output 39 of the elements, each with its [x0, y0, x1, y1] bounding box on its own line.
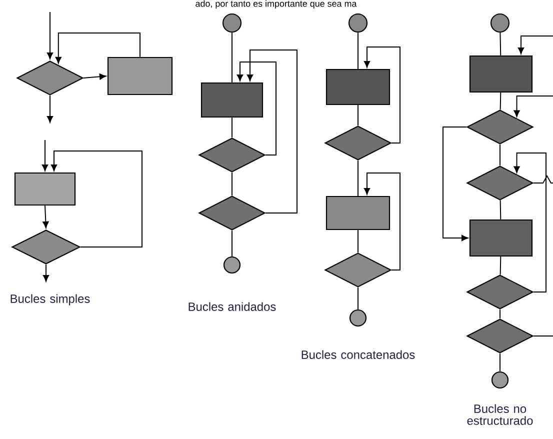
terminal-circle [348, 13, 368, 33]
connector-line [500, 32, 502, 56]
connector-line [500, 92, 502, 110]
arrow [514, 96, 553, 117]
process-box [326, 196, 390, 230]
caption-label: Bucles concatenados [302, 350, 415, 359]
arrow [42, 205, 49, 228]
terminal-circle [223, 256, 241, 274]
arrow [518, 36, 553, 54]
terminal-circle [222, 13, 242, 33]
arrow [514, 152, 546, 292]
process-box [326, 68, 390, 106]
arrow [46, 95, 54, 123]
arrow [50, 150, 142, 248]
connector-line [500, 200, 502, 220]
caption-label: Bucles no estructurado [467, 404, 533, 425]
connector-line [533, 174, 553, 184]
connector-line [500, 256, 502, 276]
process-box [469, 219, 533, 257]
process-box [14, 172, 76, 206]
caption-label: Bucles simples [10, 294, 90, 306]
arrow [42, 140, 48, 172]
terminal-circle [491, 371, 509, 389]
arrow [42, 264, 50, 282]
arrow [46, 12, 54, 60]
arrow [55, 32, 140, 64]
arrow [83, 74, 106, 80]
heading-text: ado, por tanto es importante que sea ma [196, 0, 357, 9]
arrow [364, 46, 400, 144]
caption-label: Bucles anidados [188, 302, 276, 311]
process-box [469, 55, 533, 93]
process-box [200, 82, 264, 118]
terminal-circle [349, 309, 367, 327]
terminal-circle [490, 13, 510, 33]
process-box [107, 56, 173, 96]
arrow [364, 172, 400, 270]
arrow [246, 50, 298, 214]
arrow [236, 62, 276, 156]
arrow [442, 126, 468, 242]
